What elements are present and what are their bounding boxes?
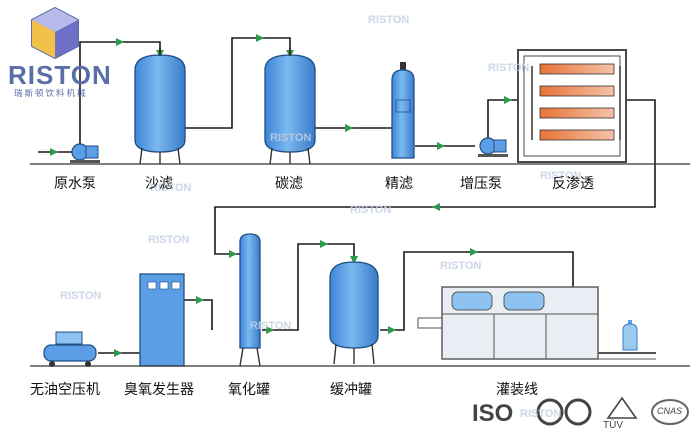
label-ozone-generator: 臭氧发生器	[124, 382, 194, 398]
ce-label: CE	[548, 424, 549, 425]
watermark: RISTON	[350, 204, 392, 216]
carbon-filter-tank	[264, 48, 316, 165]
iso-cert-icon: ISO	[472, 400, 513, 427]
watermark: RISTON	[520, 408, 562, 420]
precision-filter	[391, 62, 415, 159]
brand-subtitle: 瑞斯顿饮料机械	[14, 89, 88, 99]
label-filling-line: 灌装线	[496, 382, 538, 398]
ce-cert-icon	[536, 398, 592, 426]
tuv-label: TÜV	[603, 420, 623, 431]
flow-arrows-row1	[50, 34, 512, 258]
ro-membranes	[539, 63, 615, 141]
watermark: RISTON	[540, 170, 582, 182]
oil-free-compressor	[43, 331, 97, 367]
label-booster-pump: 增压泵	[460, 176, 502, 192]
label-buffer-tank: 缓冲罐	[330, 382, 372, 398]
watermark: RISTON	[368, 14, 410, 26]
cnas-cert-icon	[651, 399, 689, 425]
label-sand-filter: 沙滤	[145, 176, 173, 192]
buffer-tank	[329, 261, 379, 365]
oxidation-tank	[239, 233, 261, 367]
watermark: RISTON	[60, 290, 102, 302]
brand-name: RISTON	[8, 60, 112, 90]
raw-water-pump	[70, 143, 100, 163]
reverse-osmosis-rack	[517, 49, 627, 163]
ozone-generator	[139, 273, 185, 367]
filling-line-machine	[417, 286, 656, 360]
booster-pump	[478, 137, 508, 157]
flow-arrows-row2	[114, 240, 478, 357]
cnas-label: CNAS	[657, 406, 683, 416]
label-raw-water-pump: 原水泵	[54, 176, 96, 192]
watermark: RISTON	[270, 132, 312, 144]
riston-logo-icon	[31, 6, 79, 60]
water-bottle-icon	[622, 320, 638, 351]
label-oxidation-tank: 氧化罐	[228, 382, 270, 398]
watermark: RISTON	[148, 234, 190, 246]
watermark: RISTON	[250, 320, 292, 332]
watermark: RISTON	[488, 62, 530, 74]
label-reverse-osmosis: 反渗透	[552, 176, 594, 192]
iso-text: ISO	[472, 400, 513, 427]
watermark: RISTON	[150, 182, 192, 194]
tuv-cert-icon	[606, 396, 638, 419]
label-precision-filter: 精滤	[385, 176, 413, 192]
watermark: RISTON	[440, 260, 482, 272]
label-oil-free-compressor: 无油空压机	[30, 382, 100, 398]
label-carbon-filter: 碳滤	[275, 176, 303, 192]
sand-filter-tank	[134, 48, 186, 165]
